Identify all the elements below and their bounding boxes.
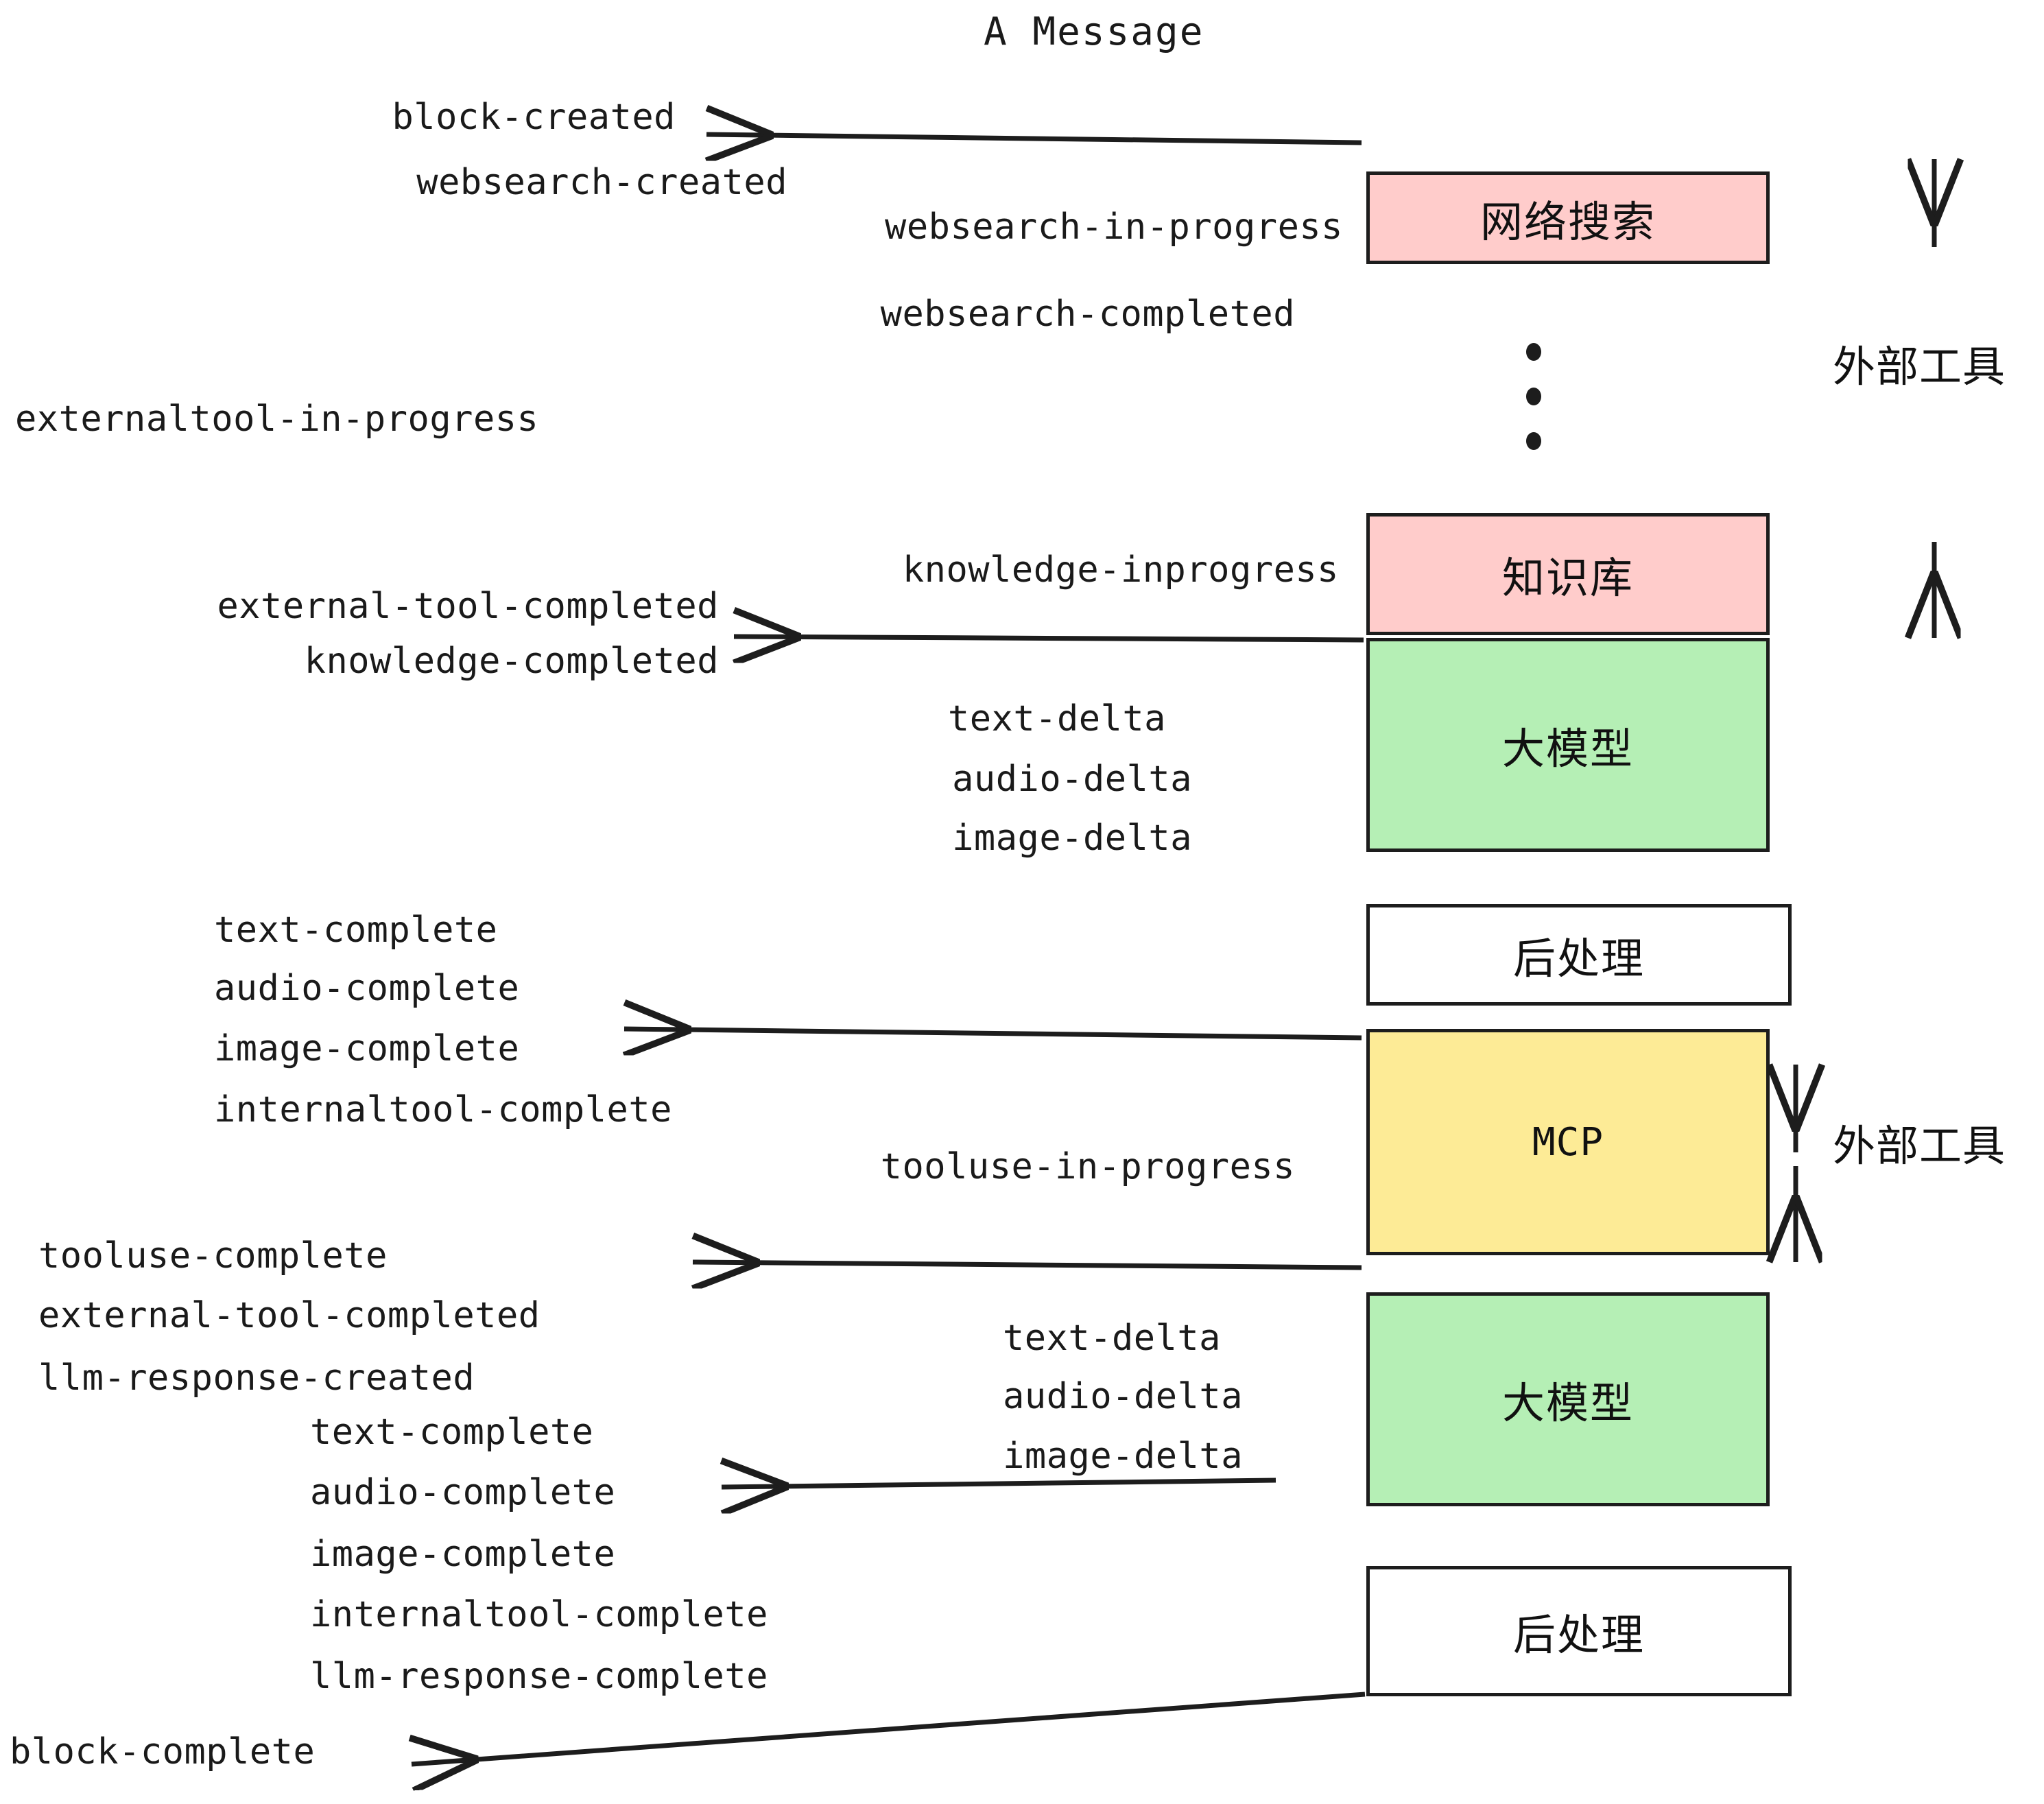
box-llm-second-label: 大模型: [1501, 1378, 1634, 1428]
event-audio-delta-2: audio-delta: [1003, 1376, 1243, 1417]
box-postprocess-second[interactable]: 后处理: [1366, 1566, 1792, 1696]
event-audio-delta-1: audio-delta: [952, 759, 1192, 800]
box-postprocess-second-label: 后处理: [1512, 1610, 1645, 1660]
event-llm-response-created: llm-response-created: [38, 1357, 475, 1399]
event-internaltool-complete-2: internaltool-complete: [310, 1594, 768, 1635]
arrow-knowledge-to-left: [734, 637, 1364, 640]
box-llm-first[interactable]: 大模型: [1366, 638, 1770, 852]
event-text-complete-1: text-complete: [214, 910, 498, 951]
event-audio-complete-2: audio-complete: [310, 1472, 616, 1513]
arrow-llm-second-to-left: [722, 1480, 1276, 1487]
side-label-external-tool-top: 外部工具: [1833, 342, 2006, 392]
event-websearch-created: websearch-created: [416, 162, 787, 203]
event-tooluse-complete: tooluse-complete: [38, 1235, 388, 1277]
ellipsis-dot-3: [1526, 432, 1541, 450]
event-knowledge-inprogress: knowledge-inprogress: [902, 549, 1339, 591]
box-websearch[interactable]: 网络搜索: [1366, 171, 1770, 264]
ellipsis-dot-2: [1526, 388, 1541, 405]
box-llm-second[interactable]: 大模型: [1366, 1292, 1770, 1506]
box-mcp[interactable]: MCP: [1366, 1029, 1770, 1255]
box-postprocess-first-label: 后处理: [1512, 934, 1645, 984]
box-postprocess-first[interactable]: 后处理: [1366, 904, 1792, 1006]
event-knowledge-completed: knowledge-completed: [304, 641, 719, 682]
event-text-delta-1: text-delta: [947, 698, 1166, 739]
event-image-complete-2: image-complete: [310, 1534, 616, 1575]
page-title: A Message: [984, 10, 1204, 54]
event-text-delta-2: text-delta: [1002, 1318, 1221, 1359]
event-externaltool-in-progress: externaltool-in-progress: [15, 399, 539, 440]
event-llm-response-complete: llm-response-complete: [310, 1656, 768, 1697]
box-llm-first-label: 大模型: [1501, 724, 1634, 774]
event-tooluse-in-progress: tooluse-in-progress: [880, 1146, 1295, 1187]
event-image-delta-2: image-delta: [1003, 1436, 1243, 1477]
box-mcp-label: MCP: [1532, 1119, 1604, 1165]
event-image-delta-1: image-delta: [952, 818, 1192, 859]
box-knowledge[interactable]: 知识库: [1366, 513, 1770, 635]
ellipsis-dot-1: [1526, 343, 1541, 361]
arrow-websearch-to-left: [706, 134, 1362, 143]
event-block-complete: block-complete: [10, 1731, 316, 1772]
event-websearch-in-progress: websearch-in-progress: [885, 206, 1343, 248]
event-external-tool-completed-1: external-tool-completed: [217, 586, 719, 627]
side-label-external-tool-bottom: 外部工具: [1833, 1121, 2006, 1171]
box-knowledge-label: 知识库: [1501, 553, 1634, 603]
arrow-postprocess-to-left: [624, 1029, 1362, 1038]
event-external-tool-completed-2: external-tool-completed: [38, 1295, 540, 1336]
arrow-mcp-to-left: [693, 1262, 1362, 1268]
event-text-complete-2: text-complete: [310, 1412, 594, 1453]
event-websearch-completed: websearch-completed: [880, 294, 1295, 335]
event-internaltool-complete-1: internaltool-complete: [214, 1089, 672, 1130]
arrow-final-to-block-complete: [412, 1692, 1366, 1764]
box-websearch-label: 网络搜索: [1479, 196, 1656, 247]
event-block-created: block-created: [392, 97, 676, 138]
event-image-complete-1: image-complete: [214, 1028, 520, 1069]
event-audio-complete-1: audio-complete: [214, 968, 520, 1009]
